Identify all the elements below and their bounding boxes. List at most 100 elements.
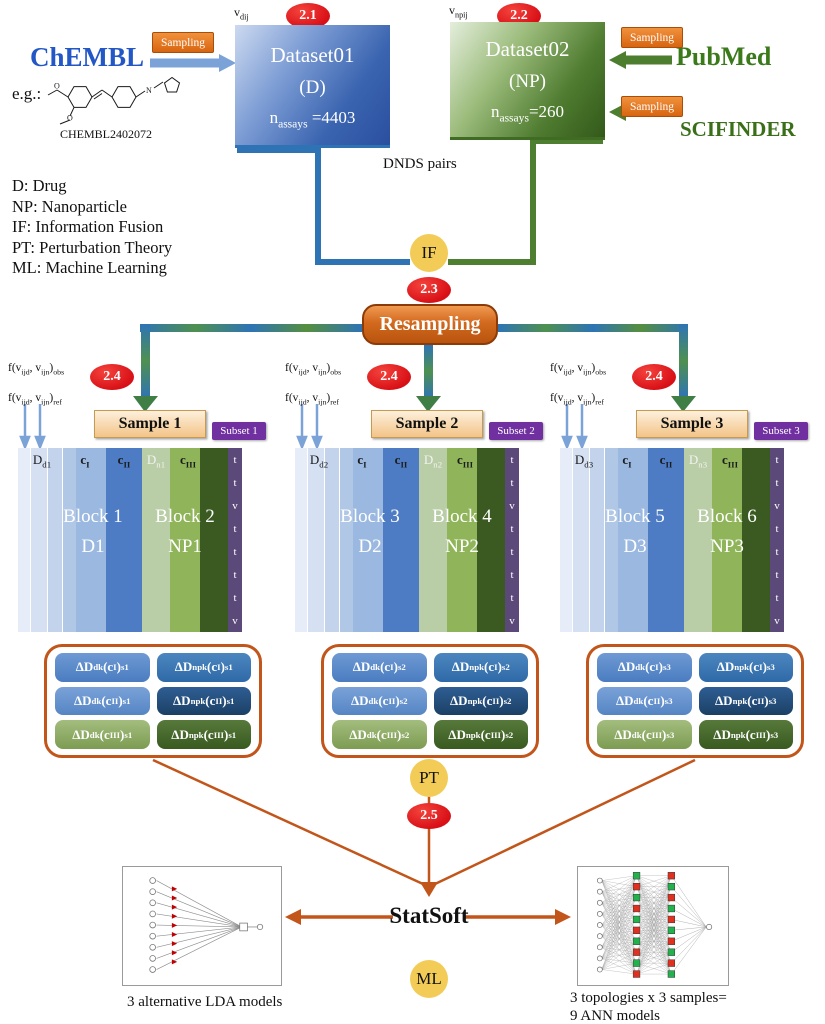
step-badge-2-5: 2.5 bbox=[407, 803, 451, 829]
ref-function-label: f(vijd, vijn)ref bbox=[285, 392, 339, 407]
chembl-sampling-arrow bbox=[150, 54, 236, 72]
resampling-box: Resampling bbox=[362, 304, 498, 345]
legend-item: D: Drug bbox=[12, 176, 67, 195]
subset-2-badge: Subset 2 bbox=[489, 422, 543, 440]
sample-3-box: Sample 3 bbox=[636, 410, 748, 438]
obs-function-label: f(vijd, vijn)obs bbox=[285, 362, 342, 377]
dataset01-assays: nassays =4403 bbox=[269, 107, 356, 130]
column-header: cII bbox=[659, 452, 673, 470]
column-header: cII bbox=[117, 452, 131, 470]
pubmed-source-label: PubMed bbox=[676, 42, 772, 71]
dataset1-variable: vdij bbox=[234, 5, 249, 22]
column-header: Dn2 bbox=[423, 452, 443, 470]
subset-1-badge: Subset 1 bbox=[212, 422, 266, 440]
molecule-structure: N O O bbox=[47, 76, 181, 125]
dataset02-subtitle: (NP) bbox=[509, 71, 546, 92]
column-header: cIII bbox=[721, 452, 739, 470]
sample-group-1: f(vijd, vijn)obs f(vijd, vijn)ref 2.4 Sa… bbox=[8, 360, 266, 764]
column-header: cIII bbox=[456, 452, 474, 470]
ref-function-label: f(vijd, vijn)ref bbox=[550, 392, 604, 407]
ann-model-box bbox=[577, 866, 729, 986]
column-header: cI bbox=[357, 452, 367, 470]
sampling-badge-pubmed: Sampling bbox=[621, 27, 683, 48]
sample-group-2: f(vijd, vijn)obs f(vijd, vijn)ref 2.4 Sa… bbox=[285, 360, 543, 764]
column-header: Dn1 bbox=[146, 452, 166, 470]
dataset02-box: Dataset02 (NP) nassays=260 bbox=[450, 22, 605, 140]
svg-text:N: N bbox=[146, 86, 152, 95]
statsoft-label: StatSoft bbox=[389, 903, 469, 928]
sample-1-box: Sample 1 bbox=[94, 410, 206, 438]
ref-function-label: f(vijd, vijn)ref bbox=[8, 392, 62, 407]
step-badge-2-4: 2.4 bbox=[367, 364, 411, 390]
legend-item: PT: Perturbation Theory bbox=[12, 237, 173, 257]
obs-function-label: f(vijd, vijn)obs bbox=[550, 362, 607, 377]
chembl-source-label: ChEMBL bbox=[30, 42, 145, 72]
scifinder-source-label: SCIFINDER bbox=[680, 117, 796, 141]
column-header: cI bbox=[80, 452, 90, 470]
example-prefix: e.g.: bbox=[12, 84, 42, 103]
sampling-badge-chembl: Sampling bbox=[152, 32, 214, 53]
resampling-distribution-arrows bbox=[133, 324, 696, 412]
statsoft-to-ann-arrow bbox=[463, 909, 571, 925]
pubmed-sampling-arrow bbox=[609, 51, 672, 69]
svg-text:O: O bbox=[54, 82, 60, 91]
subset-3-badge: Subset 3 bbox=[754, 422, 808, 440]
sampling-badge-scifinder: Sampling bbox=[621, 96, 683, 117]
dataset2-to-if-connector bbox=[448, 138, 603, 265]
lda-network-diagram bbox=[149, 877, 264, 973]
dnds-pairs-label: DNDS pairs bbox=[383, 156, 457, 172]
dataset01-subtitle: (D) bbox=[299, 76, 326, 98]
dataset02-assays: nassays=260 bbox=[490, 102, 565, 125]
column-header: Dn3 bbox=[688, 452, 708, 470]
legend-item: ML: Machine Learning bbox=[12, 258, 167, 277]
ann-network-diagram bbox=[596, 872, 713, 978]
step-badge-2-4: 2.4 bbox=[90, 364, 134, 390]
abbreviation-legend: D: Drug NP: Nanoparticle IF: Information… bbox=[12, 176, 172, 279]
dataset01-title: Dataset01 bbox=[270, 42, 355, 67]
pt-node: PT bbox=[410, 759, 448, 797]
legend-item: NP: Nanoparticle bbox=[12, 196, 128, 216]
dataset01-box: Dataset01 (D) nassays =4403 bbox=[235, 25, 390, 148]
column-header: cI bbox=[622, 452, 632, 470]
legend-item: IF: Information Fusion bbox=[12, 217, 164, 236]
lda-model-box bbox=[122, 866, 282, 986]
svg-text:O: O bbox=[67, 114, 73, 123]
step-badge-2-3: 2.3 bbox=[407, 277, 451, 303]
dataset2-variable: vnpij bbox=[449, 3, 468, 20]
ann-caption-line1: 3 topologies x 3 samples= bbox=[570, 990, 727, 1006]
compound-id-label: CHEMBL2402072 bbox=[60, 127, 153, 141]
obs-function-label: f(vijd, vijn)obs bbox=[8, 362, 65, 377]
column-header: Dd3 bbox=[574, 452, 594, 470]
step-badge-2-1: 2.1 bbox=[286, 3, 330, 29]
step-badge-2-4: 2.4 bbox=[632, 364, 676, 390]
ann-caption-line2: 9 ANN models bbox=[570, 1008, 660, 1024]
sample-group-3: f(vijd, vijn)obs f(vijd, vijn)ref 2.4 Sa… bbox=[550, 360, 808, 764]
column-header: Dd1 bbox=[32, 452, 52, 470]
